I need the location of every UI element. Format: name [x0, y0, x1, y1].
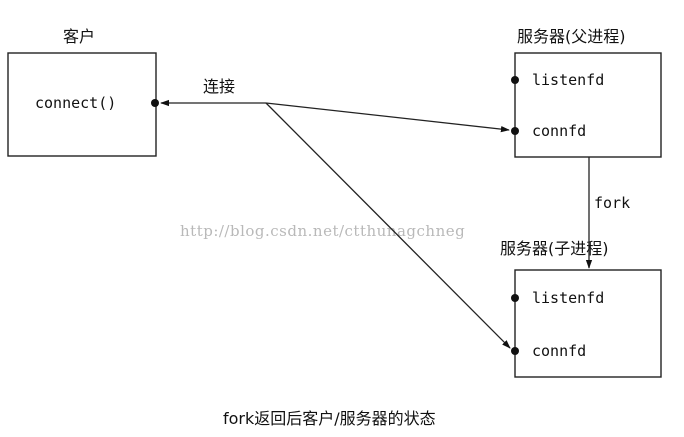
child-server-box	[514, 269, 662, 378]
child-server-title: 服务器(子进程)	[500, 239, 609, 258]
client-box	[7, 52, 157, 157]
client-socket-endpoint	[151, 99, 159, 107]
fork-label: fork	[594, 194, 630, 212]
parent-connfd-label: connfd	[532, 122, 586, 140]
parent-listenfd-label: listenfd	[532, 71, 604, 89]
child-connfd-label: connfd	[532, 342, 586, 360]
child-listenfd-label: listenfd	[532, 289, 604, 307]
parent-server-title: 服务器(父进程)	[517, 27, 626, 46]
watermark: http://blog.csdn.net/ctthunagchneg	[180, 222, 465, 240]
parent-server-box	[514, 52, 662, 158]
parent-connfd-endpoint	[511, 127, 519, 135]
client-connect-call: connect()	[35, 94, 116, 112]
parent-listenfd-endpoint	[511, 76, 519, 84]
client-title: 客户	[63, 27, 95, 46]
child-connfd-endpoint	[511, 347, 519, 355]
connection-label: 连接	[203, 77, 235, 96]
arrow-to-child-connfd	[265, 102, 511, 349]
child-listenfd-endpoint	[511, 294, 519, 302]
figure-caption: fork返回后客户/服务器的状态	[223, 409, 436, 428]
arrow-to-parent-connfd	[265, 102, 510, 133]
